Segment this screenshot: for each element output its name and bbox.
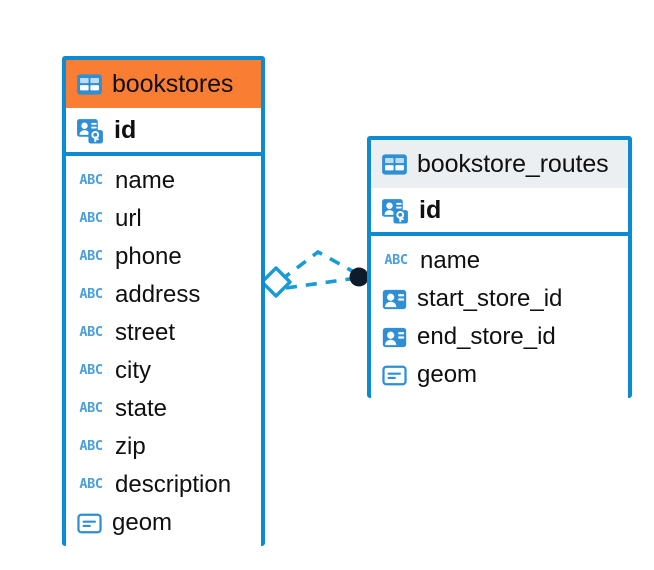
abc-icon: ABC [79, 438, 103, 455]
field-label: street [115, 319, 176, 346]
table-icon [381, 151, 408, 178]
field-label: city [115, 357, 151, 384]
field-label: name [115, 167, 176, 194]
field-label: description [115, 471, 232, 498]
abc-icon: ABC [79, 210, 103, 227]
field-row[interactable]: start_store_id [371, 280, 628, 318]
abc-icon: ABC [79, 172, 103, 189]
entity-bookstore-routes-title: bookstore_routes [417, 149, 609, 178]
entity-bookstores-primary-key-row[interactable]: id [66, 108, 261, 156]
relationship-line-upper [279, 249, 355, 282]
field-row[interactable]: ABC street [66, 314, 261, 352]
field-label: state [115, 395, 168, 422]
field-label: start_store_id [417, 285, 563, 312]
abc-icon: ABC [79, 476, 103, 493]
geometry-icon [381, 362, 408, 389]
abc-icon: ABC [384, 252, 408, 269]
field-row[interactable]: ABC state [66, 390, 261, 428]
relationship-source-diamond-icon [260, 266, 292, 298]
foreign-key-icon [381, 324, 408, 351]
relationship-target-dot-icon [349, 267, 369, 287]
table-icon [76, 71, 103, 98]
abc-icon: ABC [79, 248, 103, 265]
field-label: zip [115, 433, 146, 460]
field-row[interactable]: geom [371, 356, 628, 394]
entity-bookstore-routes-primary-key-row[interactable]: id [371, 188, 628, 236]
entity-bookstore-routes-header[interactable]: bookstore_routes [371, 140, 628, 188]
foreign-key-icon [381, 286, 408, 313]
field-row[interactable]: ABC name [66, 162, 261, 200]
field-label: url [115, 205, 142, 232]
field-row[interactable]: ABC zip [66, 428, 261, 466]
primary-key-icon [76, 116, 105, 145]
field-row[interactable]: end_store_id [371, 318, 628, 356]
field-label: address [115, 281, 201, 308]
field-label: phone [115, 243, 182, 270]
entity-bookstore-routes[interactable]: bookstore_routes id ABC [367, 136, 632, 402]
abc-icon: ABC [79, 362, 103, 379]
field-row[interactable]: ABC address [66, 276, 261, 314]
field-row[interactable]: geom [66, 504, 261, 542]
field-row[interactable]: ABC url [66, 200, 261, 238]
primary-key-icon [381, 196, 410, 225]
abc-icon: ABC [79, 324, 103, 341]
field-label: geom [417, 361, 478, 388]
relationship-line-lower [285, 277, 351, 290]
entity-bookstores-title: bookstores [112, 69, 234, 98]
geometry-icon [76, 510, 103, 537]
entity-bookstores-primary-key-label: id [114, 115, 137, 144]
entity-bookstores-field-list: ABC name ABC url ABC phone ABC address A… [66, 156, 261, 550]
entity-bookstores[interactable]: bookstores id ABC [62, 56, 265, 550]
entity-bookstore-routes-primary-key-label: id [419, 195, 442, 224]
entity-bookstores-header[interactable]: bookstores [66, 60, 261, 108]
entity-bookstore-routes-field-list: ABC name start_store_id [371, 236, 628, 402]
field-row[interactable]: ABC city [66, 352, 261, 390]
field-row[interactable]: ABC phone [66, 238, 261, 276]
field-row[interactable]: ABC description [66, 466, 261, 504]
field-label: name [420, 247, 481, 274]
field-row[interactable]: ABC name [371, 242, 628, 280]
abc-icon: ABC [79, 400, 103, 417]
field-label: end_store_id [417, 323, 556, 350]
abc-icon: ABC [79, 286, 103, 303]
field-label: geom [112, 509, 173, 536]
